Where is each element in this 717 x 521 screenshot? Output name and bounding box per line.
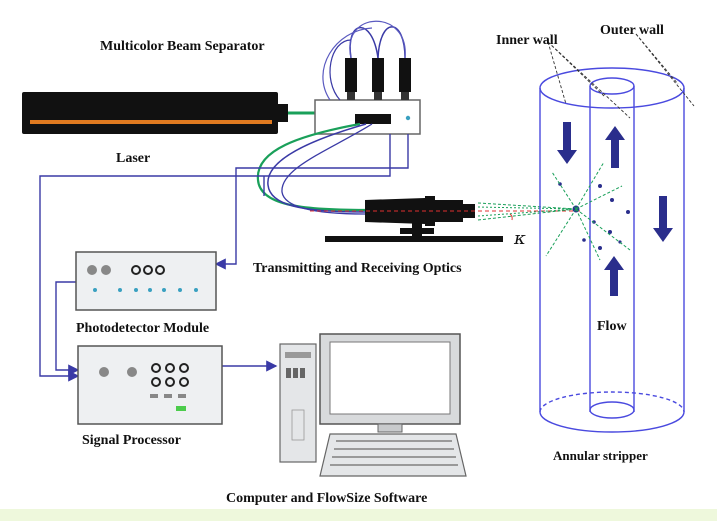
transmitting-receiving-optics — [310, 196, 580, 242]
signal-lines — [39, 134, 409, 382]
label-inner-wall: Inner wall — [496, 33, 558, 48]
particles — [558, 182, 630, 250]
annular-stripper — [539, 67, 685, 433]
label-beam-separator: Multicolor Beam Separator — [100, 39, 265, 54]
label-signal-processor: Signal Processor — [82, 433, 181, 448]
label-kappa: κ — [513, 228, 526, 249]
label-outer-wall: Outer wall — [600, 23, 664, 38]
label-optics: Transmitting and Receiving Optics — [253, 261, 462, 276]
scattering-lines — [545, 161, 631, 261]
label-annular-stripper: Annular stripper — [553, 448, 648, 463]
computer — [279, 333, 467, 477]
label-computer: Computer and FlowSize Software — [226, 491, 427, 506]
bottom-strip — [0, 509, 717, 521]
beam-separator — [314, 20, 421, 135]
signal-processor — [77, 345, 223, 425]
flow-arrows — [557, 122, 673, 296]
fiber-cables — [256, 122, 373, 215]
wall-leader-lines — [547, 33, 695, 119]
label-photodetector: Photodetector Module — [76, 321, 209, 336]
label-flow: Flow — [597, 319, 627, 334]
laser — [22, 92, 316, 134]
label-laser: Laser — [116, 151, 150, 166]
photodetector-module — [75, 251, 217, 311]
